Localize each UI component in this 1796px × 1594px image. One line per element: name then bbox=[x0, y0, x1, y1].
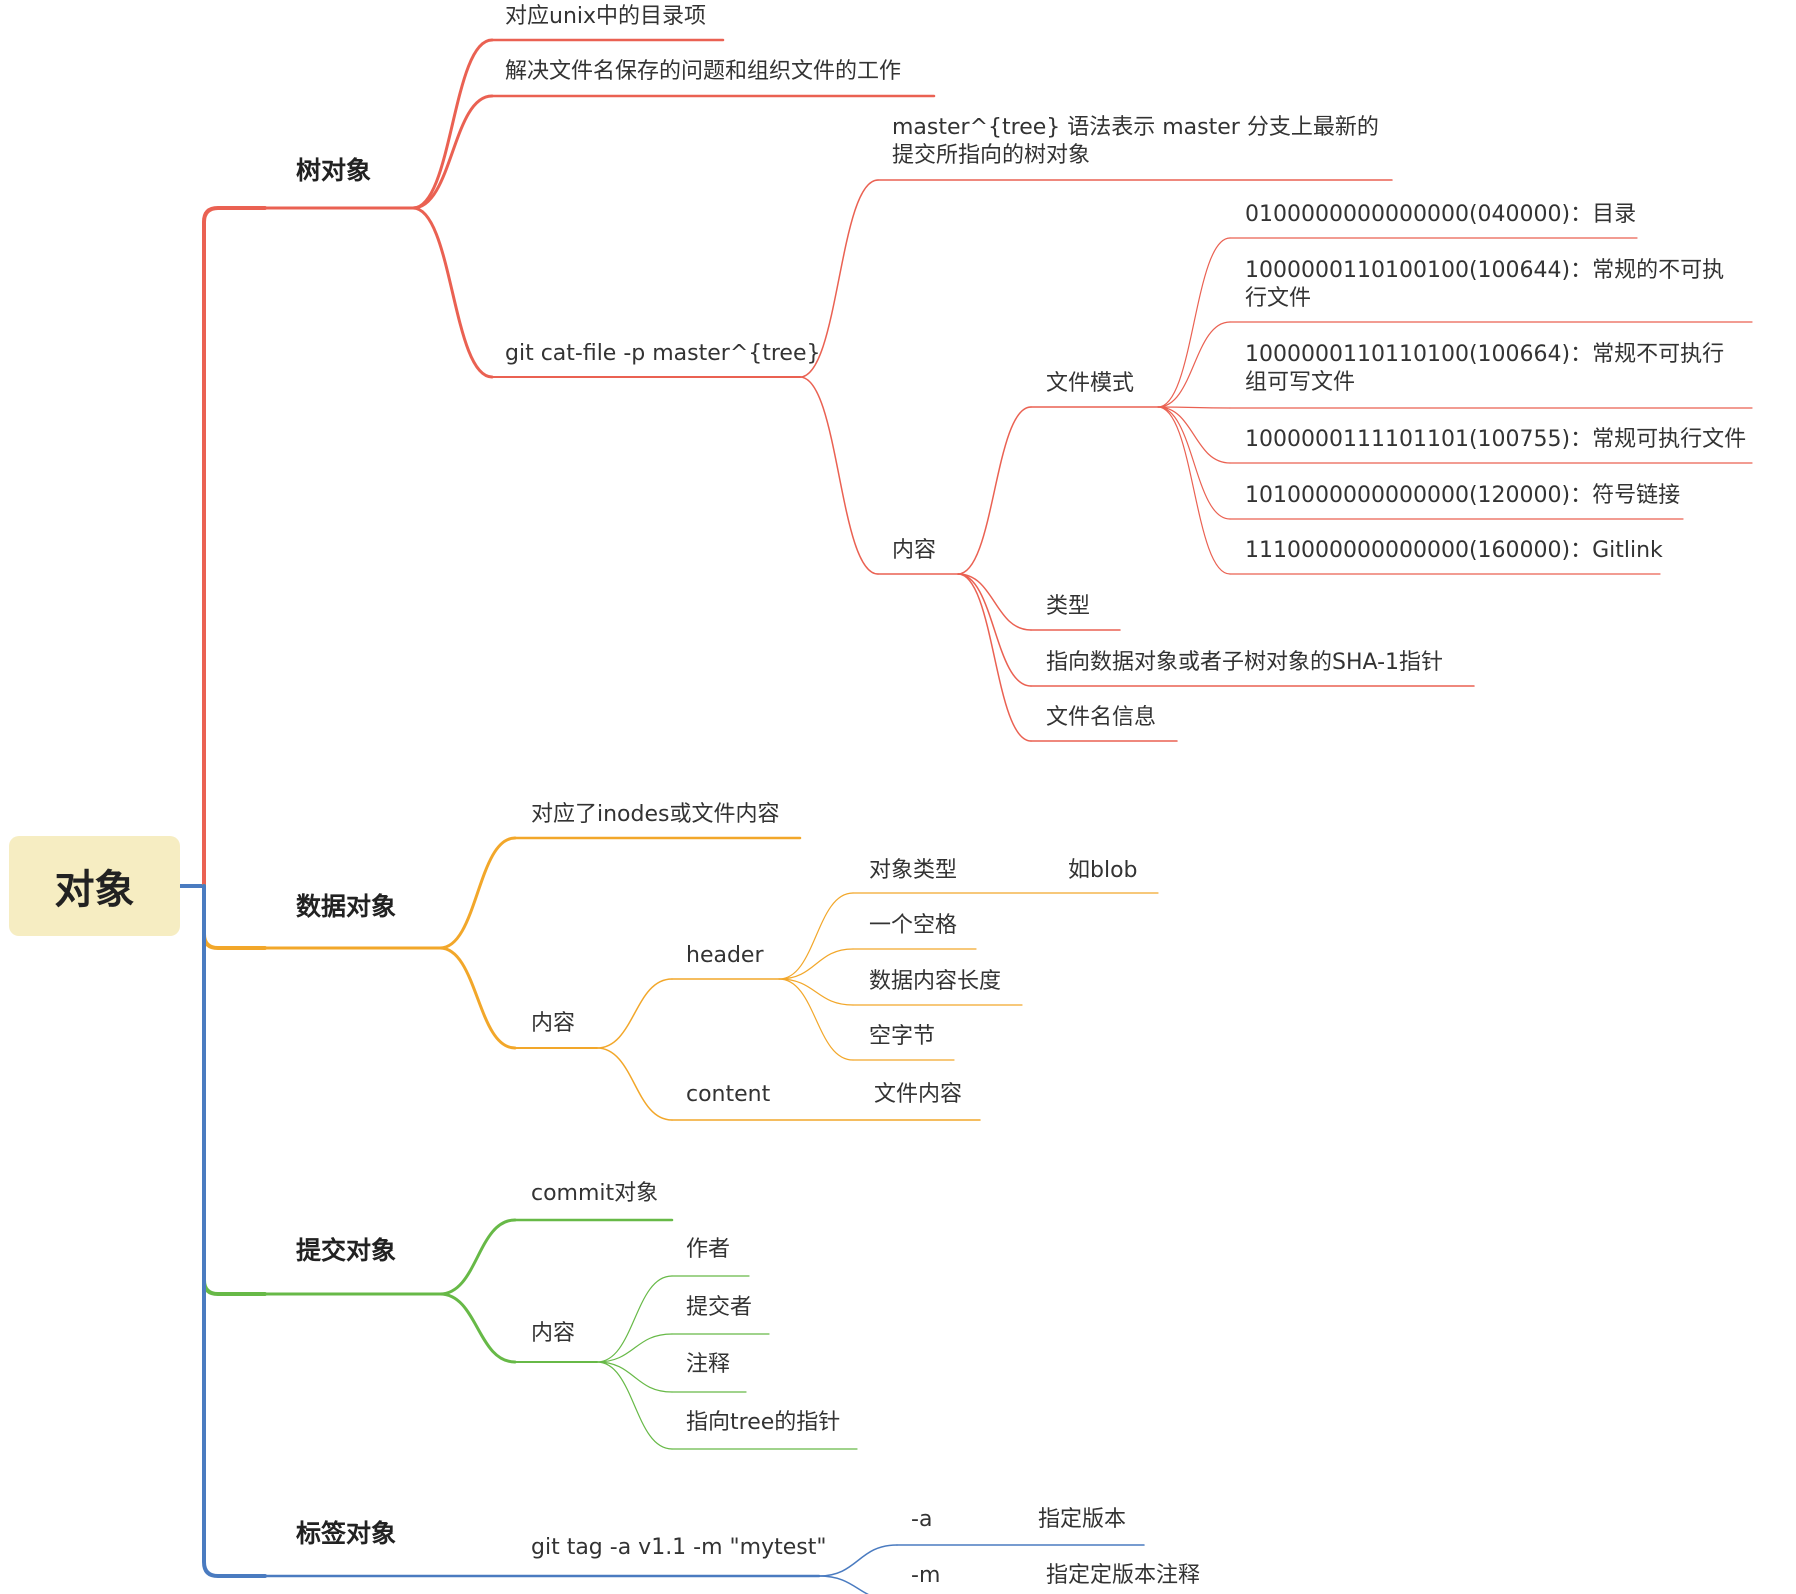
blob-file-content[interactable]: 文件内容 bbox=[874, 1082, 963, 1107]
tree-content-node[interactable]: 内容 bbox=[892, 538, 937, 563]
tag-option-m[interactable]: -m bbox=[911, 1563, 941, 1588]
header-to-leaf-2 bbox=[778, 978, 854, 1006]
filemode-to-mode-4 bbox=[1157, 406, 1231, 520]
filemode-to-mode-3 bbox=[1157, 406, 1231, 464]
tag-cmd[interactable]: git tag -a v1.1 -m "mytest" bbox=[531, 1535, 827, 1560]
header-to-leaf-1 bbox=[778, 948, 854, 980]
content-to-filemode bbox=[957, 406, 1032, 575]
blob-content-to-header bbox=[596, 978, 673, 1049]
tag-option-m-desc[interactable]: 指定定版本注释 bbox=[1046, 1563, 1201, 1588]
mode-item-gitlink[interactable]: 1110000000000000(160000)：Gitlink bbox=[1245, 538, 1663, 563]
mode-item-dir[interactable]: 0100000000000000(040000)：目录 bbox=[1245, 202, 1637, 227]
trunk-tree bbox=[202, 206, 267, 888]
content-to-leaf-0 bbox=[957, 573, 1032, 631]
cmd-to-content bbox=[799, 376, 879, 575]
tree-item-unix-dir[interactable]: 对应unix中的目录项 bbox=[505, 4, 707, 29]
commit-content-to-leaf-0 bbox=[596, 1275, 673, 1363]
tree-cmd-cat-file[interactable]: git cat-file -p master^{tree} bbox=[505, 341, 821, 366]
commit-comment[interactable]: 注释 bbox=[686, 1352, 731, 1377]
header-object-type[interactable]: 对象类型 bbox=[869, 858, 958, 883]
commit-to-item1 bbox=[438, 1218, 517, 1296]
tree-object-node[interactable]: 树对象 bbox=[296, 156, 372, 185]
blob-content-key[interactable]: content bbox=[686, 1082, 771, 1107]
tree-type-node[interactable]: 类型 bbox=[1046, 594, 1091, 619]
tree-sha1-pointer-node[interactable]: 指向数据对象或者子树对象的SHA-1指针 bbox=[1046, 650, 1444, 675]
blob-to-item1 bbox=[438, 836, 517, 950]
content-to-leaf-1 bbox=[957, 573, 1032, 687]
commit-committer[interactable]: 提交者 bbox=[686, 1295, 753, 1320]
header-null-byte[interactable]: 空字节 bbox=[869, 1024, 936, 1049]
commit-object-node[interactable]: 提交对象 bbox=[296, 1236, 397, 1265]
header-data-length[interactable]: 数据内容长度 bbox=[869, 969, 1002, 994]
tag-option-a[interactable]: -a bbox=[911, 1507, 933, 1532]
header-object-type-example[interactable]: 如blob bbox=[1068, 858, 1138, 883]
blob-content-node[interactable]: 内容 bbox=[531, 1011, 576, 1036]
tree-filename-info-node[interactable]: 文件名信息 bbox=[1046, 705, 1157, 730]
blob-header-node[interactable]: header bbox=[686, 943, 764, 968]
commit-tree-pointer[interactable]: 指向tree的指针 bbox=[686, 1410, 841, 1435]
filemode-to-mode-2 bbox=[1157, 406, 1231, 409]
tree-item-filename[interactable]: 解决文件名保存的问题和组织文件的工作 bbox=[505, 59, 902, 84]
commit-content-to-leaf-3 bbox=[596, 1361, 673, 1450]
header-to-leaf-3 bbox=[778, 978, 854, 1061]
commit-content-to-leaf-1 bbox=[596, 1333, 673, 1363]
filemode-to-mode-5 bbox=[1157, 406, 1231, 575]
filemode-to-mode-0 bbox=[1157, 237, 1231, 408]
commit-content-node[interactable]: 内容 bbox=[531, 1321, 576, 1346]
root-node[interactable]: 对象 bbox=[9, 836, 180, 936]
commit-author[interactable]: 作者 bbox=[686, 1237, 731, 1262]
commit-content-to-leaf-2 bbox=[596, 1361, 673, 1393]
filemode-to-mode-1 bbox=[1157, 321, 1231, 408]
blob-object-node[interactable]: 数据对象 bbox=[296, 892, 397, 921]
tree-to-item2 bbox=[411, 94, 494, 210]
mode-item-executable[interactable]: 1000000111101101(100755)：常规可执行文件 bbox=[1245, 427, 1747, 452]
tag-to-opt-m bbox=[818, 1575, 869, 1594]
header-space[interactable]: 一个空格 bbox=[869, 913, 958, 938]
blob-item-inodes[interactable]: 对应了inodes或文件内容 bbox=[531, 802, 780, 827]
tree-to-item1 bbox=[411, 38, 494, 210]
content-to-leaf-2 bbox=[957, 573, 1032, 742]
tree-file-mode-node[interactable]: 文件模式 bbox=[1046, 371, 1135, 396]
commit-to-content bbox=[438, 1292, 517, 1364]
trunk-tag bbox=[202, 884, 267, 1578]
tree-syntax-desc[interactable]: master^{tree} 语法表示 master 分支上最新的提交所指向的树对… bbox=[892, 115, 1379, 168]
tag-to-opt-a bbox=[818, 1544, 898, 1577]
tag-object-node[interactable]: 标签对象 bbox=[296, 1519, 397, 1548]
tree-to-cmd bbox=[411, 206, 494, 379]
cmd-to-syntax bbox=[799, 179, 879, 378]
blob-to-content bbox=[438, 946, 517, 1050]
trunk-blob bbox=[202, 884, 267, 950]
tag-option-a-desc[interactable]: 指定版本 bbox=[1038, 1507, 1127, 1532]
mode-item-normal[interactable]: 1000000110100100(100644)：常规的不可执行文件 bbox=[1245, 258, 1725, 311]
blob-content-to-content bbox=[596, 1047, 673, 1121]
mode-item-symlink[interactable]: 1010000000000000(120000)：符号链接 bbox=[1245, 483, 1681, 508]
mode-item-group-writable[interactable]: 1000000110110100(100664)：常规不可执行组可写文件 bbox=[1245, 342, 1725, 395]
commit-item-object[interactable]: commit对象 bbox=[531, 1181, 659, 1206]
header-to-leaf-0 bbox=[778, 892, 854, 980]
